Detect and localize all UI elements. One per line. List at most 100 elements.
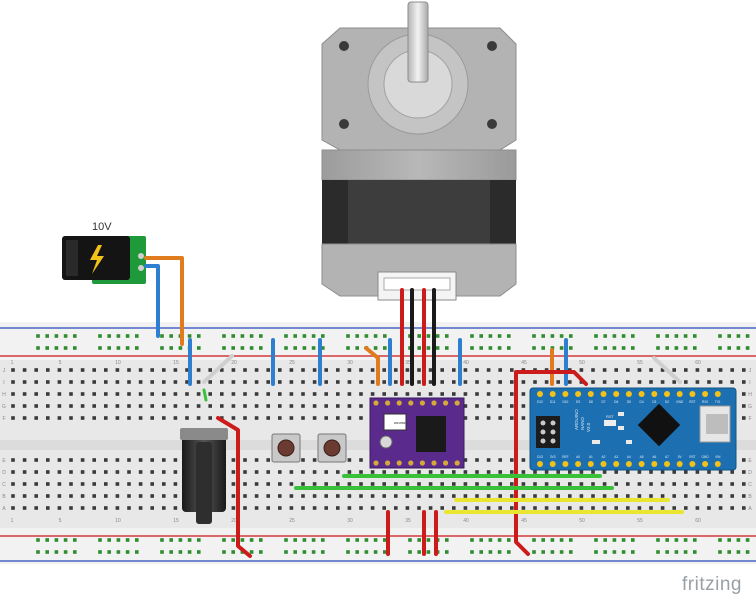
rail-hole bbox=[231, 550, 235, 554]
rail-hole bbox=[631, 538, 635, 542]
breadboard-hole bbox=[475, 470, 479, 474]
rail-hole bbox=[125, 538, 130, 542]
breadboard-hole bbox=[231, 404, 236, 408]
rail-hole bbox=[383, 346, 387, 350]
push-button-1[interactable] bbox=[271, 433, 301, 463]
rail-hole bbox=[621, 334, 626, 338]
breadboard-hole bbox=[614, 368, 618, 372]
breadboard-hole bbox=[591, 368, 595, 372]
breadboard-hole bbox=[730, 368, 734, 372]
rail-hole bbox=[470, 346, 474, 350]
breadboard-hole bbox=[185, 368, 189, 372]
reset-button-icon[interactable] bbox=[604, 420, 616, 426]
breadboard-hole bbox=[312, 416, 317, 420]
row-letter: B bbox=[2, 494, 6, 500]
rail-hole bbox=[541, 346, 545, 350]
nano-pin-label: RST bbox=[689, 400, 695, 404]
lightning-icon bbox=[90, 245, 104, 274]
breadboard-hole bbox=[69, 380, 73, 384]
breadboard-hole bbox=[417, 368, 421, 372]
breadboard-hole bbox=[498, 404, 502, 408]
rail-hole bbox=[259, 538, 263, 542]
breadboard-hole bbox=[568, 482, 572, 486]
breadboard-hole bbox=[162, 482, 166, 486]
breadboard-hole bbox=[312, 392, 317, 396]
row-letter: H bbox=[2, 392, 6, 398]
breadboard-hole bbox=[463, 380, 468, 384]
breadboard-hole bbox=[440, 482, 444, 486]
breadboard-hole bbox=[370, 392, 375, 396]
breadboard-hole bbox=[301, 470, 305, 474]
column-number: 50 bbox=[579, 360, 585, 366]
nano-pin-label: GND bbox=[676, 400, 684, 404]
nano-pin-label: D9 bbox=[576, 400, 580, 404]
breadboard-hole bbox=[649, 470, 653, 474]
nano-pin-label: D2 bbox=[665, 400, 669, 404]
rail-hole bbox=[665, 550, 669, 554]
rail-hole bbox=[373, 538, 378, 542]
rail-hole bbox=[727, 550, 731, 554]
rail-hole bbox=[718, 538, 722, 542]
driver-chip bbox=[416, 416, 446, 452]
breadboard-hole bbox=[568, 506, 572, 510]
rail-hole bbox=[656, 538, 660, 542]
rail-hole bbox=[718, 334, 722, 338]
rail-hole bbox=[222, 334, 226, 338]
rail-hole bbox=[36, 334, 40, 338]
breadboard-hole bbox=[568, 470, 572, 474]
breadboard-hole bbox=[127, 482, 131, 486]
breadboard-hole bbox=[730, 380, 734, 384]
nano-pin-label: REF bbox=[562, 455, 568, 459]
rail-hole bbox=[125, 334, 130, 338]
breadboard-hole bbox=[521, 416, 526, 420]
rail-hole bbox=[135, 550, 139, 554]
breadboard-hole bbox=[127, 368, 131, 372]
breadboard-hole bbox=[57, 392, 62, 396]
rail-hole bbox=[470, 538, 474, 542]
breadboard-hole bbox=[336, 368, 340, 372]
rail-hole bbox=[470, 334, 474, 338]
breadboard-hole bbox=[544, 482, 549, 486]
breadboard-hole bbox=[336, 470, 340, 474]
rail-hole bbox=[532, 334, 536, 338]
breadboard-hole bbox=[220, 380, 224, 384]
nano-pin-label: A7 bbox=[665, 455, 669, 459]
nano-pin bbox=[651, 391, 658, 397]
rail-hole bbox=[594, 550, 598, 554]
breadboard-hole bbox=[649, 494, 653, 498]
column-number: 20 bbox=[231, 518, 237, 524]
mount-hole-icon bbox=[339, 41, 349, 51]
push-button-2[interactable] bbox=[317, 433, 347, 463]
breadboard-hole bbox=[11, 470, 15, 474]
breadboard-hole bbox=[34, 392, 38, 396]
rail-hole bbox=[116, 550, 121, 554]
arduino-nano: ARDUINO NANO V3.0 RST D12D13D113V3D10REF… bbox=[529, 387, 737, 471]
breadboard-hole bbox=[602, 368, 607, 372]
breadboard-hole bbox=[359, 380, 363, 384]
nano-pin-label: D12 bbox=[537, 400, 543, 404]
breadboard-hole bbox=[278, 470, 282, 474]
breadboard-hole bbox=[254, 392, 259, 396]
breadboard-hole bbox=[208, 404, 212, 408]
breadboard-hole bbox=[695, 506, 700, 510]
row-letter: B bbox=[748, 494, 752, 500]
rail-hole bbox=[249, 550, 254, 554]
breadboard-hole bbox=[127, 416, 131, 420]
rail-hole bbox=[160, 346, 164, 350]
breadboard-hole bbox=[243, 404, 247, 408]
breadboard-hole bbox=[150, 506, 154, 510]
breadboard-hole bbox=[405, 380, 410, 384]
breadboard-hole bbox=[394, 368, 398, 372]
breadboard-hole bbox=[463, 458, 468, 462]
breadboard-hole bbox=[521, 506, 526, 510]
rail-hole bbox=[302, 334, 307, 338]
rail-hole bbox=[45, 538, 49, 542]
breadboard-hole bbox=[46, 404, 50, 408]
breadboard-hole bbox=[150, 458, 154, 462]
breadboard-hole bbox=[243, 494, 247, 498]
breadboard-hole bbox=[173, 416, 178, 420]
rail-hole bbox=[532, 538, 536, 542]
breadboard-hole bbox=[579, 470, 584, 474]
breadboard-hole bbox=[742, 482, 746, 486]
breadboard-hole bbox=[150, 368, 154, 372]
